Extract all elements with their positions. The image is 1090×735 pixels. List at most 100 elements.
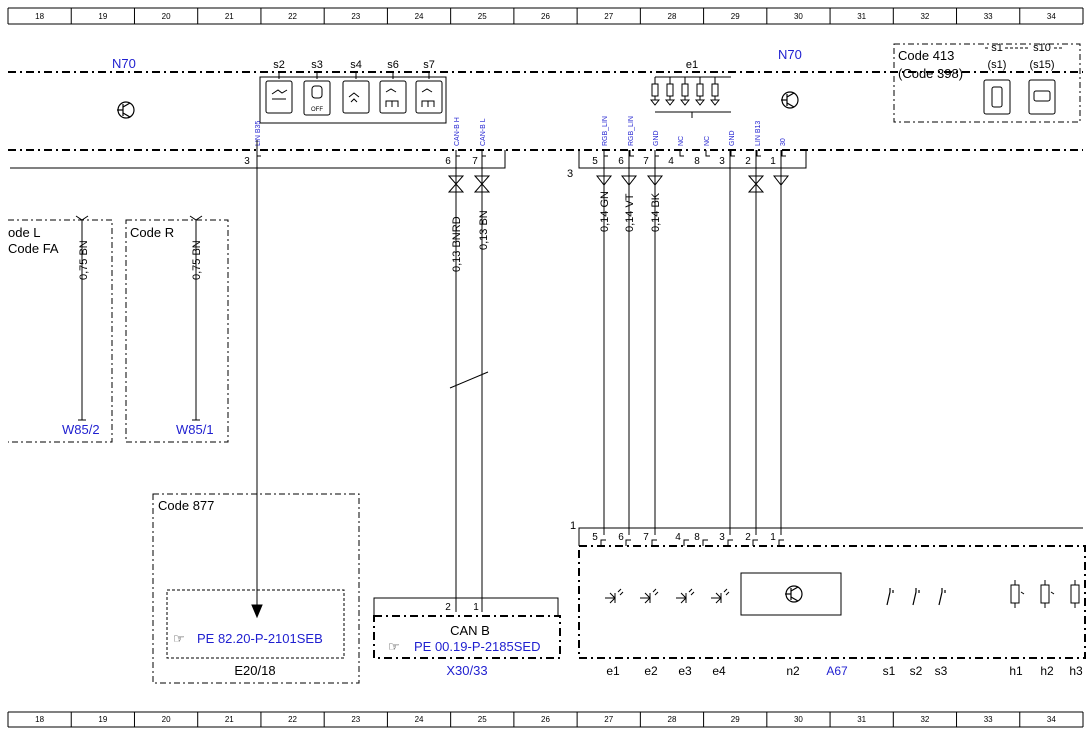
e20-18-label: E20/18 [234,663,275,678]
wire-labels: 0,13 BNRD 0,13 BN 0,14 GN 0,14 VT 0,14 B… [78,191,662,280]
pin-terminal [629,150,634,157]
pin-terminal [705,150,710,157]
e20-inner-box [166,589,345,659]
wire-label-bnrd: 0,13 BNRD [451,216,463,272]
can-b-label: CAN B [450,623,490,638]
heater-icons [1010,580,1080,608]
s2-button-icon [265,80,293,114]
switch-buttons [265,80,443,116]
pin-number: 3 [719,156,725,167]
component-label: s1 [883,664,896,678]
wire-label-vt: 0,14 VT [624,193,636,232]
ruler-column-number: 22 [288,12,297,21]
pin-terminal [781,150,786,157]
pin-number: 4 [675,532,681,543]
code398-label: (Code 398) [898,66,963,81]
a67-link[interactable]: A67 [826,664,848,678]
component-label: h2 [1040,664,1054,678]
s6-button-icon [379,80,407,114]
switch-labels: s2 s3 s4 s6 s7 [273,59,435,71]
pin-label: CAN-B L [480,118,487,146]
ruler-column-number: 26 [541,12,550,21]
switch-label-s3: s3 [311,59,323,71]
ruler-column-number: 23 [351,12,360,21]
pin-label: CAN-B H [454,117,461,146]
ruler-column-number: 27 [604,715,613,724]
s3-button-icon [303,80,331,116]
switch-label-s4: s4 [350,59,362,71]
wires [75,140,790,619]
pin-number: 2 [745,156,751,167]
pin-number: 8 [694,532,700,543]
code-fa-label: Code FA [8,241,59,256]
component-label: n2 [786,664,800,678]
hand-pointer-icon: ☞ [173,631,185,646]
pin-number: 6 [618,156,624,167]
s7-button-icon [415,80,443,114]
pin-number: 2 [745,532,751,543]
n2-box [740,572,842,616]
ruler-column-number: 21 [225,12,234,21]
transistor-icon [117,101,135,119]
component-label: s3 [935,664,948,678]
a67-module-box [578,545,1086,659]
pe-e20-link[interactable]: PE 82.20-P-2101SEB [197,631,323,646]
pin-number: 8 [694,156,700,167]
component-label: h1 [1009,664,1023,678]
ruler-column-number: 34 [1047,715,1056,724]
ruler-column-number: 31 [857,715,866,724]
switch-label-s6: s6 [387,59,399,71]
x30-33-link[interactable]: X30/33 [446,663,487,678]
hand-pointer-icon: ☞ [388,639,400,654]
pin-number: 1 [770,156,776,167]
pin-terminal [730,150,735,157]
s15-sub-label: (s15) [1029,59,1054,71]
n70-label-left: N70 [112,56,136,71]
pin-number: 1 [770,532,776,543]
pin-number: 5 [592,156,598,167]
component-label: s2 [910,664,923,678]
pin-number: 7 [472,156,478,167]
code877-box [152,493,360,684]
ruler-column-number: 24 [415,12,424,21]
pin-label: RGB_LIN [602,116,609,146]
switch-stems [278,72,430,79]
s1-label: s1 [991,42,1003,54]
pin-terminal [756,150,761,157]
w85-1-link[interactable]: W85/1 [176,422,214,437]
pin-number: 7 [643,156,649,167]
component-label: e1 [606,664,620,678]
pin-number: 4 [668,156,674,167]
bottom-labels: e1 e2 e3 e4 n2 A67 s1 s2 s3 h1 h2 h3 [606,664,1083,678]
switch-panel [259,76,447,124]
pin-label: LIN B13 [755,121,762,146]
s1-button-icon [983,79,1011,115]
ruler-column-number: 22 [288,715,297,724]
wire-label-bk: 0,14 BK [650,192,662,232]
component-label: h3 [1069,664,1083,678]
x30-connector-bracket [373,597,559,616]
pin-number: 3 [244,156,250,167]
pin-terminal [679,150,684,157]
code877-label: Code 877 [158,498,214,513]
ruler-column-number: 31 [857,12,866,21]
top-pin-numbers: 3 6 7 5 6 7 4 8 3 2 1 [244,156,776,167]
code-l-box [8,219,113,443]
transistor-icon [781,91,799,109]
bottom-pin-hooks [600,539,784,546]
pe-x30-link[interactable]: PE 00.19-P-2185SED [414,639,540,654]
wire-label-bn075a: 0,75 BN [78,240,90,280]
transistor-icon [785,585,803,603]
bottom-connector-bracket [578,527,1083,546]
pin-label: NC [704,136,711,146]
ruler-column-number: 28 [668,12,677,21]
ruler-column-number: 34 [1047,12,1056,21]
wire-label-bn013: 0,13 BN [478,210,490,250]
pin-label: GND [653,130,660,146]
w85-2-link[interactable]: W85/2 [62,422,100,437]
n70-module-border [8,71,1083,151]
ruler-column-number: 30 [794,715,803,724]
pin-number: 7 [643,532,649,543]
